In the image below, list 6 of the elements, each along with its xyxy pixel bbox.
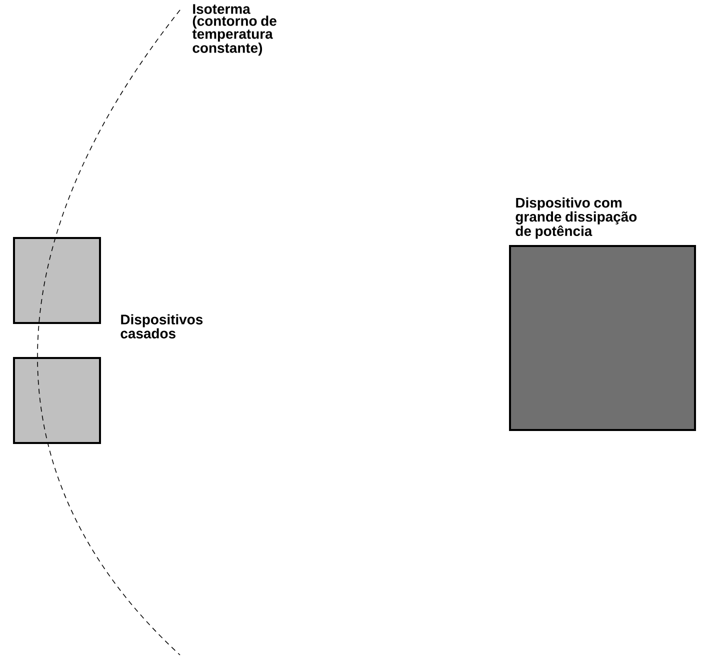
node-label: Dispositivo com grande dissipação de potência [516, 197, 637, 239]
matched-device [13, 237, 101, 324]
heat-source-device: Dispositivo com grande dissipação de potência [509, 197, 696, 431]
matched-device [13, 357, 101, 444]
annotation-text: Isoterma (contorno de temperatura constante) [192, 4, 276, 56]
annotation-text: Dispositivos casados [120, 314, 203, 338]
